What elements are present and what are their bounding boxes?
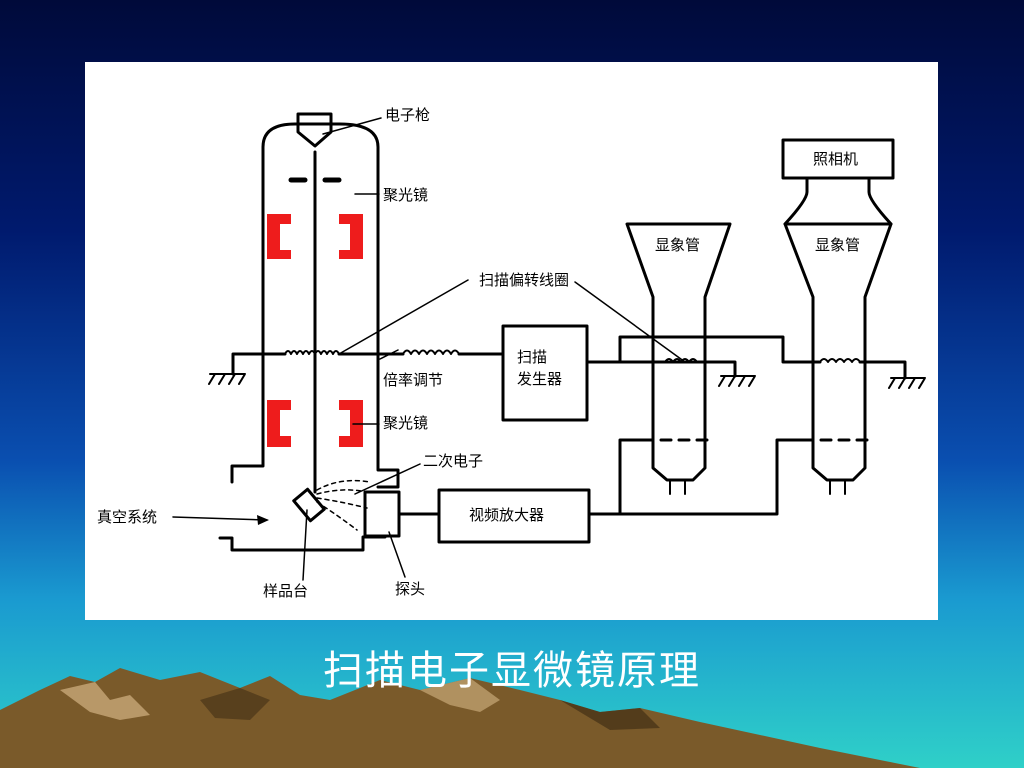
camera-neck [783, 176, 893, 226]
ground-symbol-left [208, 373, 246, 385]
label-electron-gun: 电子枪 [385, 106, 431, 124]
mountain-highlight [60, 682, 150, 720]
label-probe: 探头 [395, 580, 426, 598]
label-magnification: 倍率调节 [383, 371, 444, 389]
probe-box [363, 490, 401, 538]
mountain-highlight [420, 678, 500, 712]
secondary-electron-paths [316, 479, 371, 531]
condenser-lens-top [267, 214, 363, 259]
label-condenser-lens-top: 聚光镜 [383, 186, 429, 204]
mountain-shadow [560, 700, 660, 730]
wire-amplifier-to-displays [587, 438, 815, 516]
ground-wire-left [231, 352, 287, 376]
label-scan-generator-line2: 发生器 [517, 370, 563, 388]
sem-schematic [172, 112, 926, 581]
condenser-lens-bottom [267, 400, 363, 447]
wire-to-ground-mid [695, 360, 737, 378]
ground-symbol-mid [718, 375, 756, 387]
vacuum-arrow [172, 516, 268, 521]
chamber-wall-lower [218, 535, 387, 552]
scan-coil-column [284, 350, 340, 355]
leader-lines [302, 117, 686, 581]
chamber-wall-upper [230, 415, 265, 484]
label-scan-generator-line1: 扫描 [517, 348, 548, 366]
scan-generator-box [501, 324, 589, 422]
label-camera: 照相机 [813, 150, 859, 168]
display-tube-1-pins [669, 479, 686, 495]
ground-symbol-right [888, 377, 926, 389]
display-tube-2-pins [829, 479, 846, 495]
magnification-coil [402, 349, 460, 355]
sample-stage-shape [292, 487, 326, 523]
diagram-panel: 电子枪 聚光镜 扫描偏转线圈 倍率调节 扫描 发生器 聚光镜 二次电子 真空系统… [85, 62, 938, 620]
display-tube-1 [625, 222, 732, 482]
display-tube-2 [783, 222, 893, 482]
label-condenser-lens-bottom: 聚光镜 [383, 414, 429, 432]
column-body [261, 122, 400, 489]
label-secondary-electron: 二次电子 [423, 452, 484, 470]
vacuum-arrow-head [257, 515, 269, 525]
label-scan-coil: 扫描偏转线圈 [479, 271, 570, 289]
label-display-tube-2: 显象管 [815, 236, 861, 254]
display-1-coil [664, 358, 698, 363]
video-amplifier-box [437, 488, 591, 544]
label-video-amplifier: 视频放大器 [469, 506, 545, 524]
slide-title: 扫描电子显微镜原理 [323, 648, 701, 694]
wire-to-ground-right [858, 360, 907, 380]
label-display-tube-1: 显象管 [655, 236, 701, 254]
mountain-shadow [200, 688, 270, 720]
electron-gun-shape [296, 112, 333, 148]
label-sample-stage: 样品台 [263, 582, 309, 600]
camera-box [781, 138, 895, 180]
label-vacuum-system: 真空系统 [97, 508, 158, 526]
display-2-coil [819, 358, 861, 363]
